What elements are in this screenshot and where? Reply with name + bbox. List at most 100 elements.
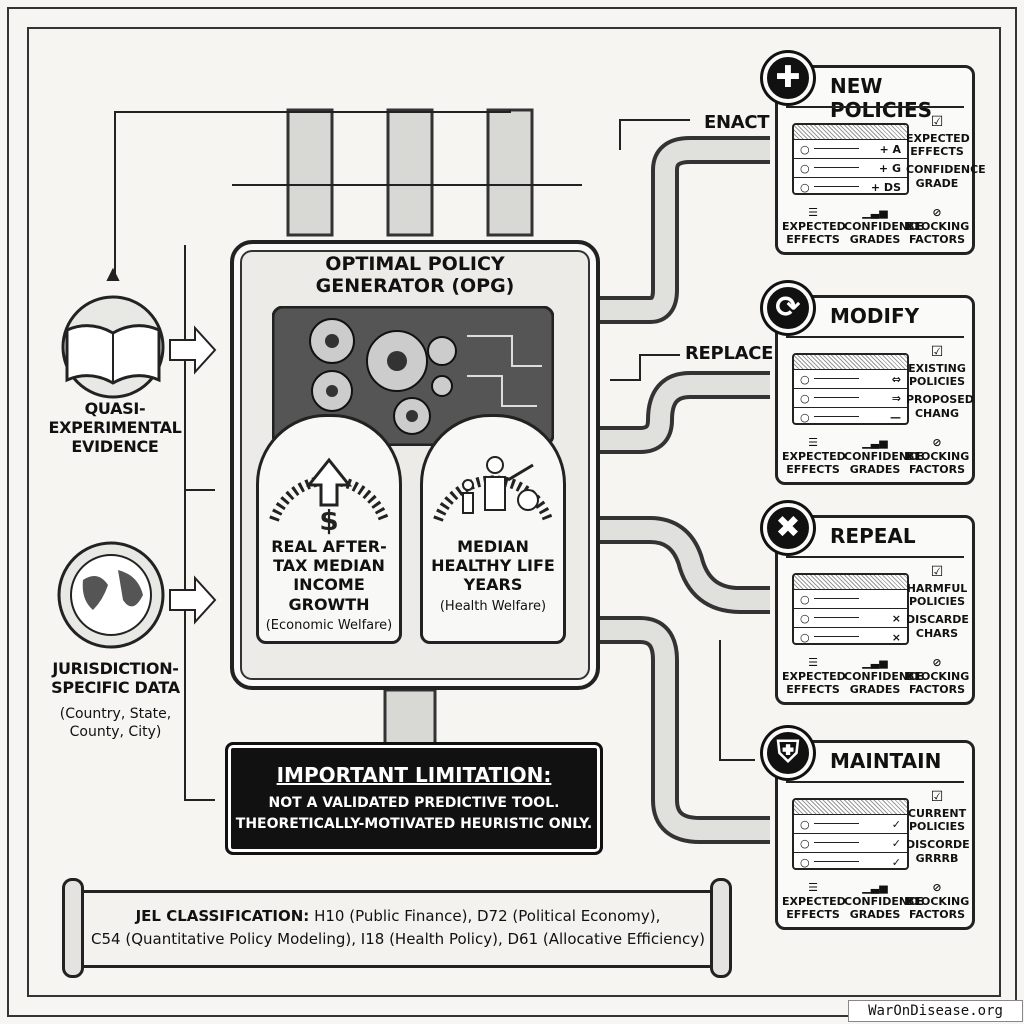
footer-blocking-factors: BLOCKING FACTORS [906, 219, 970, 246]
table-row: ○✓ [794, 852, 907, 871]
table-row: ○× [794, 627, 907, 646]
health-gauge: MEDIAN HEALTHY LIFE YEARS (Health Welfare… [420, 414, 566, 644]
footer-blocking-factors: BLOCKING FACTORS [906, 894, 970, 921]
policy-table: ○+ A○+ G○+ DS [792, 123, 909, 195]
list-icon: ☰ [808, 436, 818, 450]
plus-icon: ✚ [763, 53, 813, 103]
side-note-2: CONFIDENCE GRADE [906, 163, 986, 190]
svg-text:$: $ [319, 504, 338, 535]
check-icon: ☑ [930, 344, 944, 360]
watermark: WarOnDisease.org [848, 1000, 1023, 1022]
side-notes: ☑HARMFUL POLICIES DISCARDE CHARS [906, 564, 969, 641]
table-row: ○+ A [794, 139, 907, 158]
evidence-label: QUASI-EXPERIMENTAL EVIDENCE [48, 399, 182, 456]
bar-chart-icon: ▁▃▅ [862, 436, 888, 450]
footer-confidence-grades: CONFIDENCE GRADES [844, 449, 924, 476]
check-icon: ☑ [930, 564, 944, 580]
check-icon: ☑ [930, 114, 944, 130]
cycle-arrows-icon: ⟳ [763, 283, 813, 333]
limitation-heading: IMPORTANT LIMITATION: [276, 763, 552, 787]
table-row: ○— [794, 407, 907, 426]
broken-chain-icon: ✖ [763, 503, 813, 553]
enact-label: ENACT [704, 112, 770, 133]
list-icon: ☰ [808, 206, 818, 220]
jurisdiction-input: JURISDICTION-SPECIFIC DATA (Country, Sta… [38, 540, 193, 755]
limitation-box: IMPORTANT LIMITATION: NOT A VALIDATED PR… [225, 742, 603, 855]
policy-table: ○✓○✓○✓ [792, 798, 909, 870]
side-note-2: PROPOSED CHANG [906, 393, 974, 420]
policy-table: ○⇔○⇒○— [792, 353, 909, 425]
blocked-icon: ⊘ [932, 881, 942, 895]
table-row: ○+ DS [794, 177, 907, 196]
table-row: ○✓ [794, 814, 907, 833]
table-row: ○ [794, 589, 907, 608]
side-note-1: EXPECTED EFFECTS [906, 131, 970, 159]
check-icon: ☑ [930, 789, 944, 805]
output-panel-new-policies: ✚ NEW POLICIES ○+ A○+ G○+ DS ☑EXPECTED E… [763, 53, 986, 255]
blocked-icon: ⊘ [932, 436, 942, 450]
side-notes: ☑EXPECTED EFFECTS CONFIDENCE GRADE [906, 114, 986, 191]
side-note-1: HARMFUL POLICIES [906, 581, 968, 609]
income-gauge-subtitle: (Economic Welfare) [265, 617, 393, 633]
side-note-2: DISCORDE GRRRB [906, 838, 970, 865]
divider [786, 336, 964, 338]
bar-chart-icon: ▁▃▅ [862, 656, 888, 670]
book-icon [61, 295, 165, 399]
side-notes: ☑EXISTING POLICIES PROPOSED CHANG [906, 344, 974, 421]
income-gauge-title: REAL AFTER-TAX MEDIAN INCOME GROWTH [271, 537, 387, 614]
bar-chart-icon: ▁▃▅ [862, 881, 888, 895]
list-icon: ☰ [808, 656, 818, 670]
list-icon: ☰ [808, 881, 818, 895]
footer-expected-effects: EXPECTED EFFECTS [782, 219, 846, 246]
jurisdiction-sublabel: (Country, State, County, City) [59, 706, 172, 741]
jel-label: JEL CLASSIFICATION: [135, 907, 310, 925]
side-note-1: EXISTING POLICIES [908, 361, 966, 389]
table-row: ○⇒ [794, 388, 907, 407]
dollar-arrow-icon: $ [269, 457, 389, 535]
footer-confidence-grades: CONFIDENCE GRADES [844, 219, 924, 246]
panel-footer: ☰EXPECTED EFFECTS ▁▃▅CONFIDENCE GRADES ⊘… [782, 881, 970, 921]
side-note-2: DISCARDE CHARS [906, 613, 969, 640]
table-row: ○+ G [794, 158, 907, 177]
blocked-icon: ⊘ [932, 206, 942, 220]
panel-footer: ☰EXPECTED EFFECTS ▁▃▅CONFIDENCE GRADES ⊘… [782, 656, 970, 696]
jel-line-2: C54 (Quantitative Policy Modeling), I18 … [91, 930, 705, 949]
table-row: ○× [794, 608, 907, 627]
jel-scroll: JEL CLASSIFICATION: H10 (Public Finance)… [78, 890, 718, 968]
panel-title: NEW POLICIES [830, 74, 933, 122]
side-notes: ☑CURRENT POLICIES DISCORDE GRRRB [906, 789, 970, 866]
panel-title: MAINTAIN [830, 749, 942, 773]
gears-window [272, 306, 554, 446]
health-gauge-subtitle: (Health Welfare) [439, 598, 547, 614]
scroll-right-roll [710, 878, 732, 978]
footer-confidence-grades: CONFIDENCE GRADES [844, 894, 924, 921]
footer-expected-effects: EXPECTED EFFECTS [782, 449, 846, 476]
footer-confidence-grades: CONFIDENCE GRADES [844, 669, 924, 696]
limitation-line-1: NOT A VALIDATED PREDICTIVE TOOL. [268, 795, 560, 811]
table-row: ○✓ [794, 833, 907, 852]
side-note-1: CURRENT POLICIES [907, 806, 967, 834]
footer-expected-effects: EXPECTED EFFECTS [782, 669, 846, 696]
footer-blocking-factors: BLOCKING FACTORS [906, 669, 970, 696]
jel-line-1: H10 (Public Finance), D72 (Political Eco… [314, 907, 661, 925]
footer-blocking-factors: BLOCKING FACTORS [906, 449, 970, 476]
jurisdiction-label: JURISDICTION-SPECIFIC DATA [51, 659, 180, 697]
income-gauge: $ REAL AFTER-TAX MEDIAN INCOME GROWTH (Ec… [256, 414, 402, 644]
footer-expected-effects: EXPECTED EFFECTS [782, 894, 846, 921]
scroll-left-roll [62, 878, 84, 978]
output-panel-modify: ⟳ MODIFY ○⇔○⇒○— ☑EXISTING POLICIES PROPOS… [763, 283, 975, 485]
family-clock-icon [433, 456, 553, 522]
bar-chart-icon: ▁▃▅ [862, 206, 888, 220]
divider [786, 781, 964, 783]
panel-footer: ☰EXPECTED EFFECTS ▁▃▅CONFIDENCE GRADES ⊘… [782, 436, 970, 476]
limitation-line-2: THEORETICALLY-MOTIVATED HEURISTIC ONLY. [235, 816, 593, 832]
globe-icon [57, 541, 165, 649]
shield-icon: ⛨ [763, 728, 813, 778]
health-gauge-title: MEDIAN HEALTHY LIFE YEARS [431, 537, 555, 595]
panel-title: MODIFY [830, 304, 920, 328]
